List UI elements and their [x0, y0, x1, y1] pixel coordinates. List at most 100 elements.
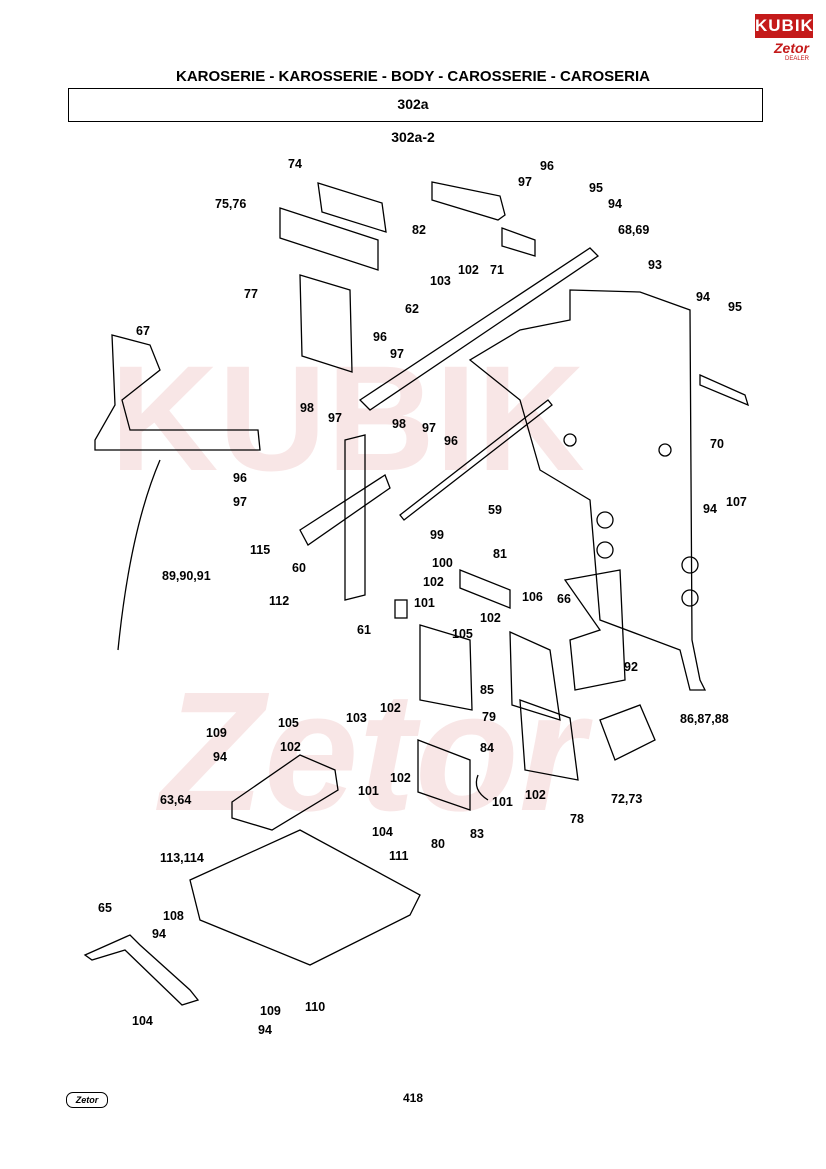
plate-81 [459, 569, 511, 609]
callout-label: 102 [390, 771, 411, 785]
callout-label: 96 [373, 330, 387, 344]
post-60 [344, 434, 366, 601]
callout-label: 97 [233, 495, 247, 509]
callout-label: 77 [244, 287, 258, 301]
callout-label: 102 [525, 788, 546, 802]
callout-label: 105 [278, 716, 299, 730]
callout-label: 102 [423, 575, 444, 589]
rail-62 [358, 247, 600, 411]
page-number: 418 [402, 1091, 424, 1105]
callout-label: 94 [703, 502, 717, 516]
callout-label: 101 [414, 596, 435, 610]
logo-brand: KUBIK [755, 14, 813, 38]
callout-label: 103 [430, 274, 451, 288]
box-78 [519, 699, 579, 781]
callout-label: 102 [280, 740, 301, 754]
panel-hole [596, 541, 614, 559]
callout-label: 98 [392, 417, 406, 431]
callout-label: 104 [132, 1014, 153, 1028]
callout-label: 70 [710, 437, 724, 451]
callout-label: 83 [470, 827, 484, 841]
svg-text:KUBIK: KUBIK [110, 334, 585, 502]
arm-115 [299, 474, 391, 546]
watermark: KUBIK Zetor [110, 334, 593, 847]
pedal-65 [83, 934, 200, 1006]
lever-70 [699, 373, 750, 407]
callout-label: 99 [430, 528, 444, 542]
parts-linework [83, 181, 750, 1006]
callout-label: 75,76 [215, 197, 246, 211]
floor-plate-113-114 [189, 829, 421, 966]
callout-label: 112 [269, 594, 289, 608]
callout-label: 59 [488, 503, 502, 517]
callout-label: 92 [624, 660, 638, 674]
callout-label: 74 [288, 157, 302, 171]
callout-label: 96 [233, 471, 247, 485]
callout-label: 60 [292, 561, 306, 575]
section-number: 302a [397, 96, 429, 112]
logo-partner: Zetor [774, 40, 809, 56]
plate-77 [299, 274, 353, 373]
callout-label: 97 [518, 175, 532, 189]
plate-74 [317, 182, 387, 233]
callout-label: 98 [300, 401, 314, 415]
callout-label: 94 [213, 750, 227, 764]
callout-label: 108 [163, 909, 184, 923]
callout-label: 115 [250, 543, 270, 557]
callout-label: 63,64 [160, 793, 191, 807]
callout-label: 103 [346, 711, 367, 725]
panel-hole [596, 511, 614, 529]
callout-label: 95 [728, 300, 742, 314]
callout-label: 81 [493, 547, 507, 561]
callout-label: 94 [258, 1023, 272, 1037]
frame-67 [94, 334, 261, 451]
panel-hole [563, 433, 577, 447]
svg-text:Zetor: Zetor [156, 657, 593, 847]
callout-label: 109 [206, 726, 227, 740]
callout-label: 101 [492, 795, 513, 809]
bushing-61 [394, 599, 408, 619]
callout-label: 61 [357, 623, 371, 637]
callout-label: 94 [696, 290, 710, 304]
box-72-73 [599, 704, 656, 761]
bracket-80 [417, 739, 471, 811]
side-panel-68-69 [468, 289, 707, 691]
clip-83 [475, 774, 489, 801]
callout-labels: 74 75,76 82 96 97 95 94 68,69 103 102 71… [98, 157, 747, 1037]
plate-75-76 [279, 207, 379, 271]
callout-label: 105 [452, 627, 473, 641]
callout-label: 97 [390, 347, 404, 361]
callout-label: 111 [389, 849, 409, 863]
panel-hole [681, 556, 699, 574]
callout-label: 107 [726, 495, 747, 509]
callout-label: 101 [358, 784, 379, 798]
callout-label: 62 [405, 302, 419, 316]
callout-label: 79 [482, 710, 496, 724]
callout-label: 78 [570, 812, 584, 826]
callout-label: 102 [458, 263, 479, 277]
bracket-82 [431, 181, 506, 221]
callout-label: 94 [608, 197, 622, 211]
cover-79 [509, 630, 561, 721]
subsection-number: 302a-2 [391, 129, 435, 145]
cover-85 [419, 624, 473, 711]
callout-label: 113,114 [160, 851, 204, 865]
zetor-footer-logo: Zetor [66, 1092, 108, 1108]
logo-tagline: DEALER [784, 56, 809, 62]
callout-label: 65 [98, 901, 112, 915]
callout-label: 94 [152, 927, 166, 941]
callout-label: 80 [431, 837, 445, 851]
callout-label: 97 [328, 411, 342, 425]
callout-label: 104 [372, 825, 393, 839]
callout-label: 84 [480, 741, 494, 755]
callout-label: 89,90,91 [162, 569, 211, 583]
callout-label: 66 [557, 592, 571, 606]
callout-label: 97 [422, 421, 436, 435]
callout-label: 96 [540, 159, 554, 173]
bracket-71 [501, 227, 536, 257]
callout-label: 109 [260, 1004, 281, 1018]
callout-label: 68,69 [618, 223, 649, 237]
rod-59 [399, 399, 553, 521]
tube-89-90-91 [117, 459, 161, 651]
